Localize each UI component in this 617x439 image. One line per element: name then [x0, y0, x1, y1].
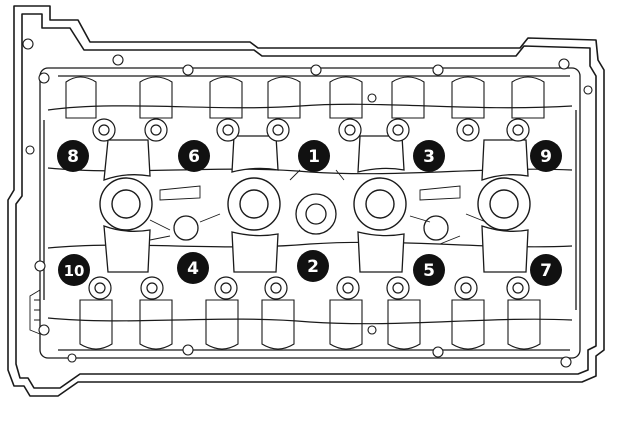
- perimeter-holes: [22, 38, 593, 368]
- marker-3: 3: [413, 140, 445, 172]
- svg-text:8: 8: [67, 147, 79, 167]
- svg-text:2: 2: [307, 257, 319, 277]
- markers: 1 2 3 4 5 6 7 8: [57, 140, 562, 286]
- svg-text:6: 6: [188, 147, 200, 167]
- svg-text:1: 1: [308, 147, 320, 167]
- head-outline: [7, 5, 605, 397]
- svg-text:5: 5: [423, 261, 435, 281]
- bolts-lower: [88, 276, 530, 300]
- marker-8: 8: [57, 140, 89, 172]
- cam-housing: [39, 67, 581, 359]
- marker-10: 10: [58, 254, 90, 286]
- marker-6: 6: [178, 140, 210, 172]
- cam-lobes: [65, 76, 545, 350]
- svg-text:9: 9: [540, 147, 552, 167]
- marker-9: 9: [530, 140, 562, 172]
- detail-strokes: [29, 169, 487, 335]
- svg-text:3: 3: [423, 147, 435, 167]
- svg-text:10: 10: [64, 262, 85, 280]
- bolts-upper: [92, 118, 530, 142]
- bearing-caps: [103, 135, 529, 273]
- svg-text:7: 7: [540, 261, 552, 281]
- svg-text:4: 4: [187, 259, 199, 279]
- marker-5: 5: [413, 254, 445, 286]
- marker-4: 4: [177, 252, 209, 284]
- plug-tube: [173, 193, 449, 241]
- marker-2: 2: [297, 250, 329, 282]
- marker-1: 1: [298, 140, 330, 172]
- cap-bores: [99, 177, 531, 231]
- marker-7: 7: [530, 254, 562, 286]
